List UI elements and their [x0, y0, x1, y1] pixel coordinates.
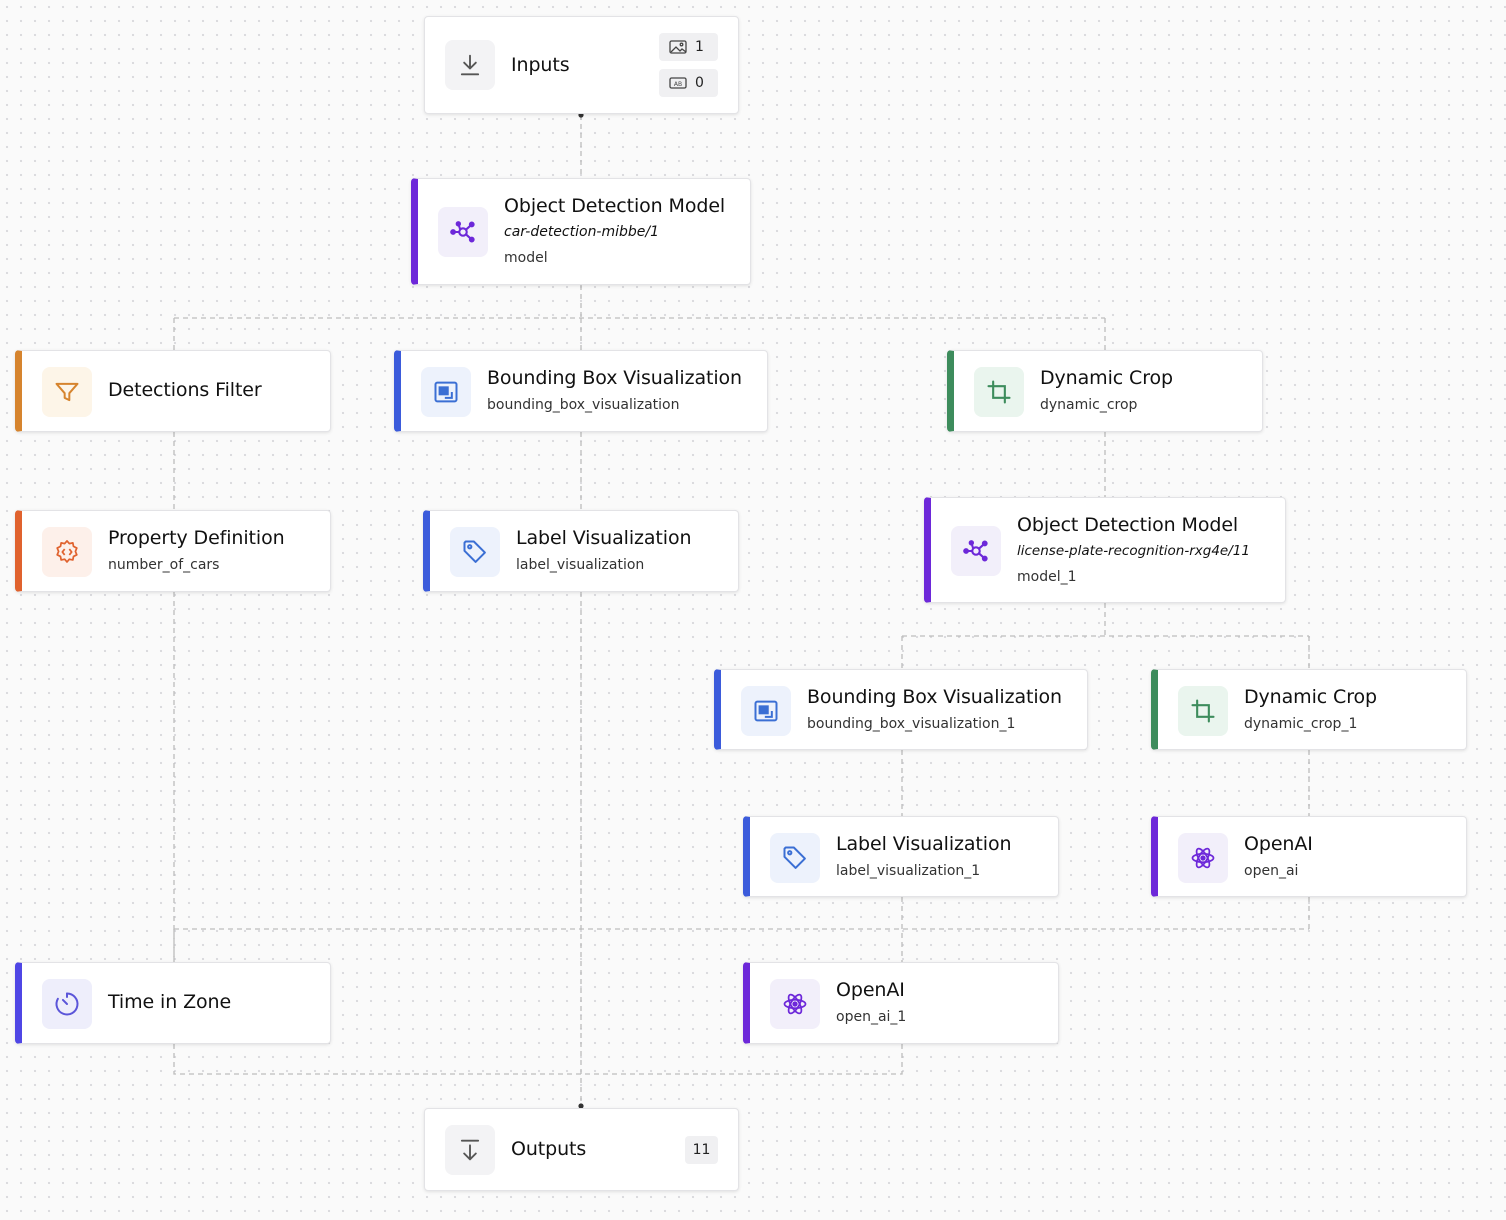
node-property-definition[interactable]: Property Definition number_of_cars — [15, 510, 331, 592]
crop-icon — [974, 367, 1024, 417]
node-name: label_visualization — [516, 557, 645, 573]
node-name: bounding_box_visualization_1 — [807, 716, 1016, 732]
node-title: Detections Filter — [108, 379, 262, 401]
node-model-1[interactable]: Object Detection Model license-plate-rec… — [924, 497, 1286, 603]
download-icon — [445, 40, 495, 90]
node-title: Time in Zone — [108, 991, 232, 1013]
param-input-count-badge: AB 0 — [659, 69, 718, 97]
inputs-node[interactable]: Inputs 1 AB 0 — [424, 16, 739, 114]
node-open-ai[interactable]: OpenAI open_ai — [1151, 816, 1467, 897]
edge-model1-branches — [901, 603, 1310, 669]
node-dynamic-crop-1[interactable]: Dynamic Crop dynamic_crop_1 — [1151, 669, 1467, 750]
node-bounding-box-visualization[interactable]: Bounding Box Visualization bounding_box_… — [394, 350, 768, 432]
image-input-count: 1 — [695, 39, 704, 55]
node-title: Label Visualization — [516, 527, 692, 549]
node-name: dynamic_crop — [1040, 397, 1138, 413]
crop-icon — [1178, 686, 1228, 736]
network-icon — [951, 526, 1001, 576]
bounding-box-icon — [741, 686, 791, 736]
gear-code-icon — [42, 527, 92, 577]
node-title: OpenAI — [1244, 833, 1313, 855]
edge-merge-top — [173, 897, 1310, 962]
outputs-label: Outputs — [511, 1138, 587, 1160]
edge-model-branches — [173, 285, 1106, 350]
node-dynamic-crop[interactable]: Dynamic Crop dynamic_crop — [947, 350, 1263, 432]
param-input-count: 0 — [695, 75, 704, 91]
node-name: bounding_box_visualization — [487, 397, 680, 413]
node-title: Label Visualization — [836, 833, 1012, 855]
edge-merge-bottom — [173, 1044, 903, 1075]
node-title: Property Definition — [108, 527, 285, 549]
image-icon — [669, 40, 687, 54]
node-name: model_1 — [1017, 569, 1077, 585]
text-param-icon: AB — [669, 77, 687, 89]
node-title: Dynamic Crop — [1244, 686, 1377, 708]
node-name: number_of_cars — [108, 557, 220, 573]
filter-icon — [42, 367, 92, 417]
timer-icon — [42, 979, 92, 1029]
openai-icon — [1178, 833, 1228, 883]
node-name: open_ai — [1244, 863, 1299, 879]
node-title: OpenAI — [836, 979, 905, 1001]
outputs-node[interactable]: Outputs 11 — [424, 1108, 739, 1191]
network-icon — [438, 207, 488, 257]
svg-text:AB: AB — [674, 81, 682, 88]
node-bounding-box-visualization-1[interactable]: Bounding Box Visualization bounding_box_… — [714, 669, 1088, 750]
inputs-label: Inputs — [511, 54, 570, 76]
model-id: license-plate-recognition-rxg4e/11 — [1017, 543, 1250, 559]
output-count-badge: 11 — [685, 1136, 718, 1164]
openai-icon — [770, 979, 820, 1029]
bounding-box-icon — [421, 367, 471, 417]
node-name: model — [504, 250, 548, 266]
model-id: car-detection-mibbe/1 — [504, 224, 660, 240]
node-detections-filter[interactable]: Detections Filter — [15, 350, 331, 432]
node-label-visualization-1[interactable]: Label Visualization label_visualization_… — [743, 816, 1059, 897]
node-title: Object Detection Model — [1017, 514, 1239, 536]
node-title: Bounding Box Visualization — [807, 686, 1062, 708]
tag-icon — [450, 527, 500, 577]
image-input-count-badge: 1 — [659, 33, 718, 61]
node-name: dynamic_crop_1 — [1244, 716, 1358, 732]
node-time-in-zone[interactable]: Time in Zone — [15, 962, 331, 1044]
node-open-ai-1[interactable]: OpenAI open_ai_1 — [743, 962, 1059, 1044]
node-title: Object Detection Model — [504, 195, 726, 217]
output-arrow-icon — [445, 1125, 495, 1175]
output-count: 11 — [692, 1142, 711, 1158]
node-title: Bounding Box Visualization — [487, 367, 742, 389]
node-name: label_visualization_1 — [836, 863, 981, 879]
node-label-visualization[interactable]: Label Visualization label_visualization — [423, 510, 739, 592]
node-name: open_ai_1 — [836, 1009, 907, 1025]
outputs-handle — [578, 1103, 584, 1109]
node-title: Dynamic Crop — [1040, 367, 1173, 389]
tag-icon — [770, 833, 820, 883]
node-model[interactable]: Object Detection Model car-detection-mib… — [411, 178, 751, 285]
